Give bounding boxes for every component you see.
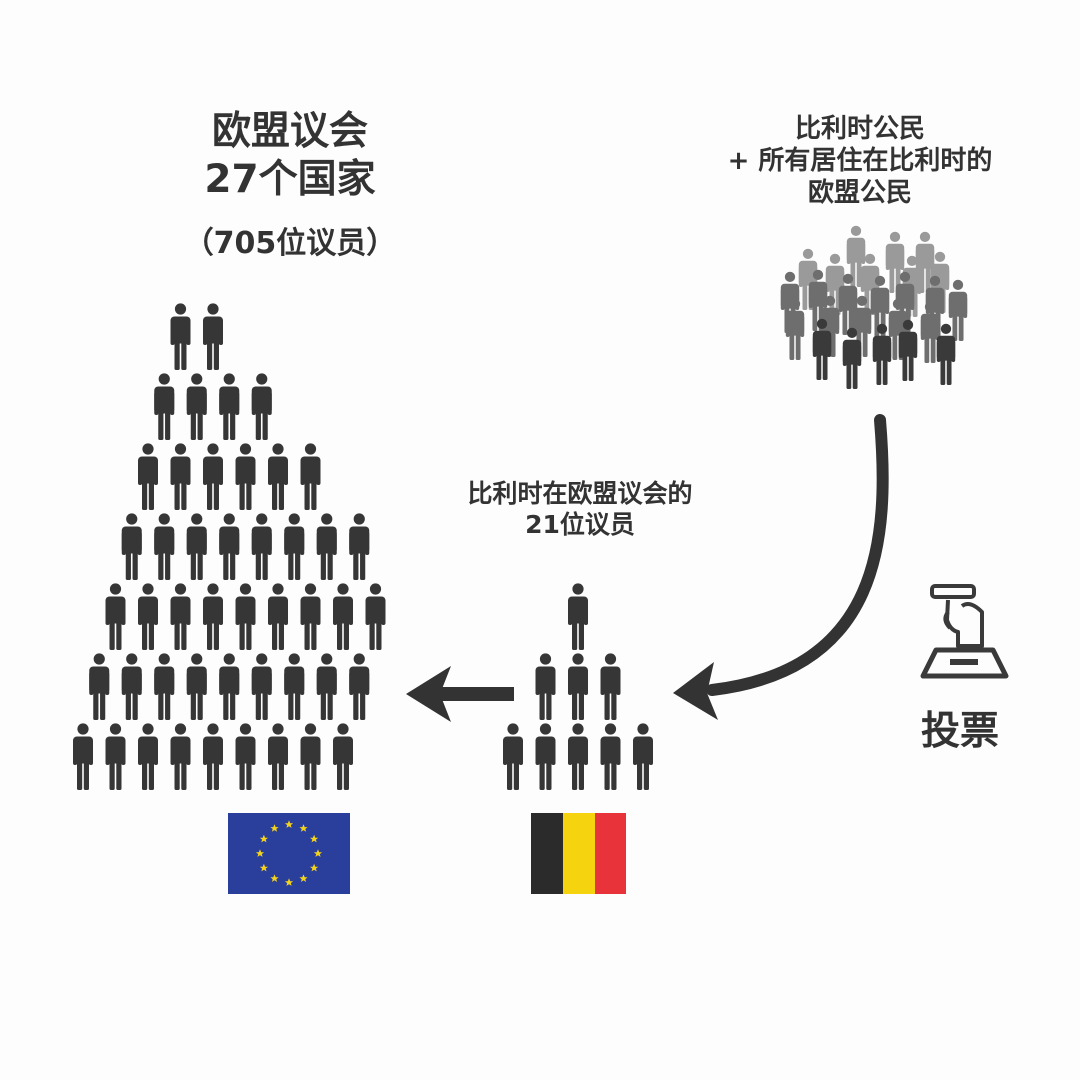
eu-member-figure <box>203 583 223 650</box>
eu-member-figure <box>203 443 223 510</box>
eu-member-figure <box>251 373 272 440</box>
belgium-member-figure <box>535 653 556 720</box>
eu-member-figure <box>121 653 142 720</box>
belgium-flag <box>531 813 626 894</box>
eu-member-figure <box>170 443 191 510</box>
eu-member-figure <box>203 723 223 790</box>
eu-title-line2: 27个国家 <box>204 157 376 202</box>
citizen-figure <box>948 279 968 341</box>
belgium-member-figure <box>568 583 588 650</box>
belgium-meps-line2: 21位议员 <box>525 510 635 539</box>
eu-member-figure <box>300 723 321 790</box>
eu-member-figure <box>89 653 110 720</box>
eu-member-figure <box>333 583 353 650</box>
eu-member-figure <box>268 583 288 650</box>
eu-member-figure <box>268 723 288 790</box>
belgium-member-figure <box>535 723 556 790</box>
eu-member-figure <box>203 303 223 370</box>
eu-member-figure <box>73 723 93 790</box>
eu-member-figure <box>138 443 158 510</box>
belgium-meps-line1: 比利时在欧盟议会的 <box>467 479 693 508</box>
eu-member-figure <box>284 653 305 720</box>
eu-member-figure <box>219 653 240 720</box>
eu-member-figure <box>235 583 256 650</box>
eu-member-figure <box>186 373 207 440</box>
citizens-label: 比利时公民 + 所有居住在比利时的 欧盟公民 <box>690 113 1030 209</box>
citizens-label-line3: 欧盟公民 <box>807 178 912 208</box>
ballot-box-icon <box>920 584 1009 679</box>
eu-member-figure <box>154 513 175 580</box>
vote-flow-arrow <box>673 414 889 720</box>
vote-label: 投票 <box>920 709 999 754</box>
belgium-member-figure <box>568 723 588 790</box>
citizens-label-line1: 比利时公民 <box>794 114 925 144</box>
belgium-meps-label: 比利时在欧盟议会的 21位议员 <box>420 478 740 540</box>
eu-member-figure <box>219 513 240 580</box>
eu-member-figure <box>170 583 191 650</box>
eu-member-figure <box>365 583 386 650</box>
eu-pyramid <box>73 303 386 790</box>
citizens-crowd <box>780 225 968 389</box>
eu-member-figure <box>268 443 288 510</box>
belgium-member-figure <box>600 723 621 790</box>
eu-member-figure <box>316 513 337 580</box>
eu-member-figure <box>170 303 191 370</box>
eu-member-figure <box>105 723 126 790</box>
eu-member-figure <box>349 513 370 580</box>
belgium-member-figure <box>568 653 588 720</box>
eu-members-count: （705位议员） <box>183 226 397 261</box>
eu-member-figure <box>316 653 337 720</box>
eu-member-figure <box>284 513 305 580</box>
eu-member-figure <box>235 723 256 790</box>
eu-member-figure <box>154 653 175 720</box>
belgium-member-figure <box>633 723 653 790</box>
eu-flag <box>228 813 350 894</box>
eu-member-figure <box>219 373 240 440</box>
eu-member-figure <box>138 583 158 650</box>
eu-member-figure <box>300 443 321 510</box>
eu-member-figure <box>349 653 370 720</box>
eu-member-figure <box>105 583 126 650</box>
eu-member-figure <box>186 653 207 720</box>
eu-title-line1: 欧盟议会 <box>211 109 368 154</box>
belgium-member-figure <box>503 723 523 790</box>
eu-member-figure <box>138 723 158 790</box>
eu-member-figure <box>186 513 207 580</box>
eu-member-figure <box>333 723 353 790</box>
belgium-to-eu-arrow <box>406 666 514 722</box>
eu-member-figure <box>251 653 272 720</box>
eu-member-figure <box>235 443 256 510</box>
belgium-pyramid <box>503 583 653 790</box>
eu-member-figure <box>251 513 272 580</box>
belgium-member-figure <box>600 653 621 720</box>
citizens-label-line2: + 所有居住在比利时的 <box>727 146 993 176</box>
eu-member-figure <box>121 513 142 580</box>
eu-member-figure <box>300 583 321 650</box>
eu-member-figure <box>154 373 175 440</box>
eu-parliament-title: 欧盟议会 27个国家 <box>140 108 440 204</box>
eu-member-figure <box>170 723 191 790</box>
